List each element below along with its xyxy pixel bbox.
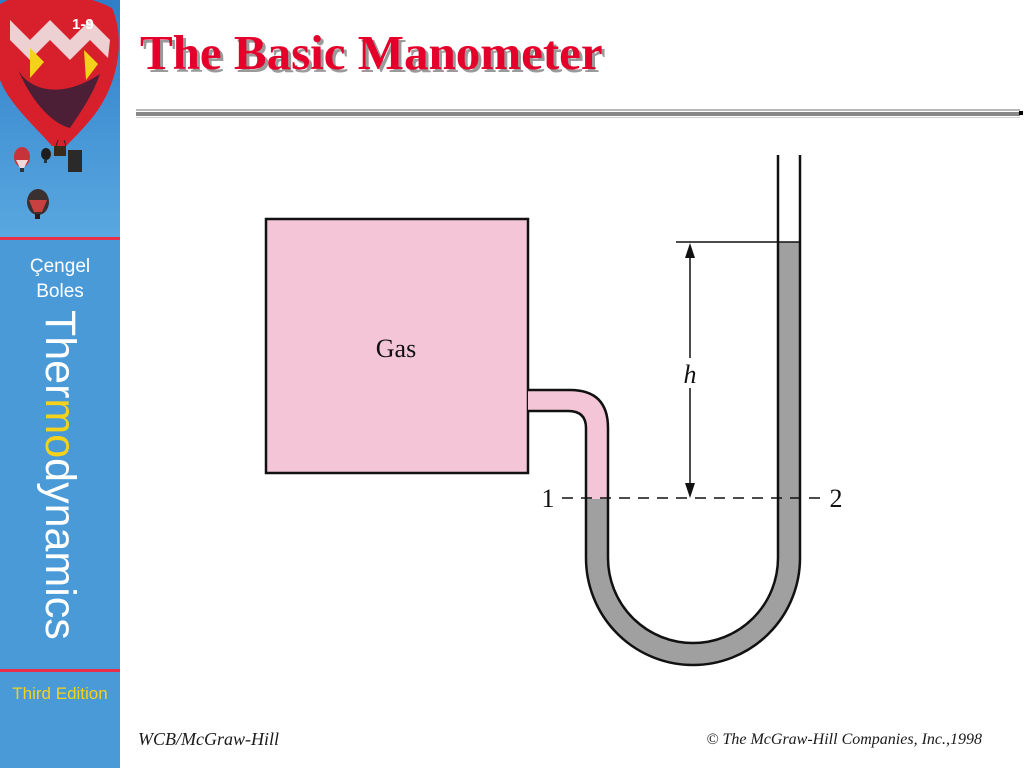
arrow-down-icon bbox=[685, 483, 695, 498]
arrow-up-icon bbox=[685, 243, 695, 258]
title-rule-end-dot bbox=[1019, 111, 1023, 115]
tube-inner-wall bbox=[528, 155, 780, 645]
connecting-tube-gas bbox=[528, 390, 608, 499]
book-title-part-2: mo bbox=[36, 398, 84, 459]
h-label-background bbox=[676, 358, 704, 388]
sidebar-divider-top bbox=[0, 237, 120, 240]
sidebar-divider-bottom bbox=[0, 669, 120, 672]
book-title-vertical: Thermodynamics bbox=[36, 310, 84, 660]
point-1-label: 1 bbox=[542, 484, 555, 513]
manometer-liquid bbox=[586, 242, 800, 665]
edition-label: Third Edition bbox=[12, 684, 108, 703]
title-rule-thick bbox=[136, 112, 1020, 116]
tube-outer-wall bbox=[528, 155, 802, 667]
height-label: h bbox=[684, 360, 697, 389]
slide-number: 1-9 bbox=[72, 16, 94, 33]
title-rule-thin bbox=[136, 117, 1020, 118]
authors: Çengel Boles bbox=[0, 254, 120, 304]
publisher-footer: WCB/McGraw-Hill bbox=[138, 729, 279, 749]
title-rule bbox=[136, 109, 1020, 111]
copyright-footer: © The McGraw-Hill Companies, Inc.,1998 bbox=[706, 731, 982, 748]
book-title-part-1: Ther bbox=[36, 310, 84, 399]
gas-label: Gas bbox=[376, 334, 416, 363]
book-title-part-3: dynamics bbox=[36, 458, 84, 640]
hot-air-balloons-photo bbox=[0, 0, 120, 238]
sidebar: 1-9 Çengel Boles Thermodynamics Third Ed… bbox=[0, 0, 120, 768]
author-cengel: Çengel bbox=[29, 256, 91, 277]
point-2-label: 2 bbox=[830, 484, 843, 513]
gas-tank bbox=[264, 217, 530, 475]
slide-title: The Basic Manometer bbox=[140, 25, 603, 80]
author-boles: Boles bbox=[36, 281, 84, 302]
